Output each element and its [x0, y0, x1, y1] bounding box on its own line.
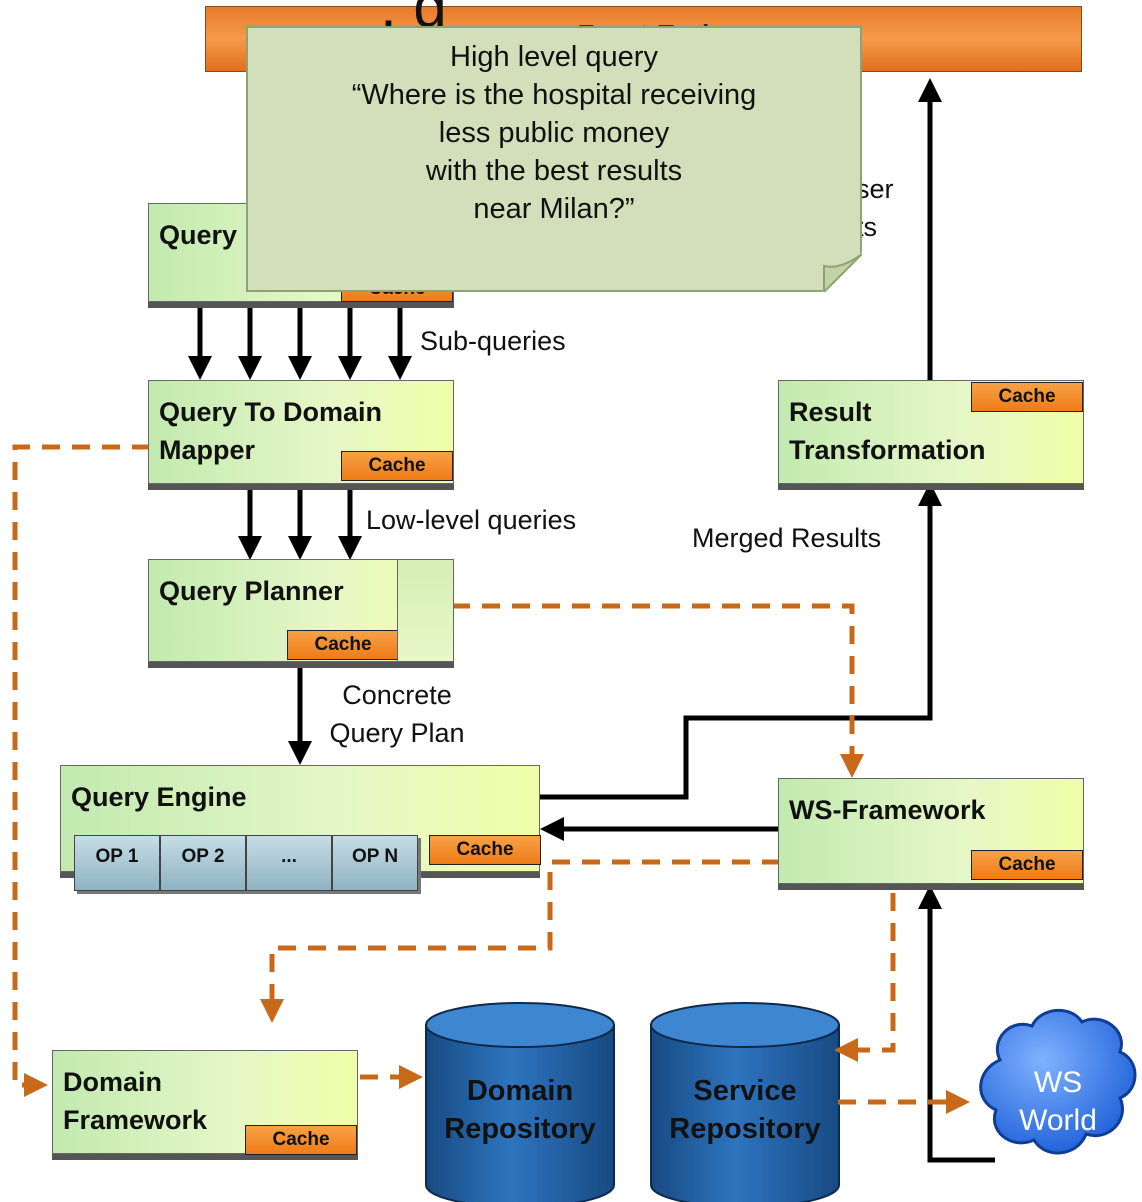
- ws-framework-title: WS-Framework: [789, 795, 986, 825]
- ws-world-label: WS World: [996, 1064, 1120, 1140]
- result-title-line1: Result: [789, 397, 872, 427]
- ws-world-cloud: [979, 1008, 1137, 1155]
- domain-repository-cylinder: [425, 1002, 615, 1202]
- note-line-1: High level query: [450, 41, 658, 73]
- domain-repository-line2: Repository: [444, 1113, 596, 1145]
- operator-2[interactable]: OP 2: [160, 835, 246, 891]
- concrete-query-plan-label: Concrete Query Plan: [312, 676, 482, 752]
- ws-world-line1: WS: [1033, 1066, 1083, 1099]
- high-level-query-note: High level query “Where is the hospital …: [246, 26, 862, 292]
- domain-repository-line1: Domain: [466, 1075, 574, 1107]
- query-to-domain-mapper-title: Query To Domain Mapper: [159, 393, 382, 469]
- result-cache: Cache: [971, 382, 1083, 412]
- domain-framework-cache: Cache: [245, 1125, 357, 1155]
- operator-1[interactable]: OP 1: [74, 835, 160, 891]
- solid-connectors: [188, 78, 995, 1163]
- result-transformation-box[interactable]: Result Transformation Cache: [778, 380, 1084, 484]
- query-to-domain-mapper-box[interactable]: Query To Domain Mapper Cache: [148, 380, 454, 484]
- note-text: High level query “Where is the hospital …: [248, 38, 860, 228]
- engine-cache: Cache: [429, 835, 541, 865]
- query-planner-title: Query Planner: [159, 576, 344, 606]
- result-title-line2: Transformation: [789, 435, 986, 465]
- service-repository-cylinder: [650, 1002, 840, 1202]
- mapper-title-line2: Mapper: [159, 435, 256, 465]
- domain-framework-title: Domain Framework: [63, 1063, 207, 1139]
- merged-results-label: Merged Results: [692, 523, 882, 553]
- concrete-line2: Query Plan: [329, 718, 465, 748]
- domain-framework-title-line2: Framework: [63, 1105, 208, 1135]
- note-line-4: with the best results: [425, 155, 683, 187]
- domain-framework-title-line1: Domain: [63, 1067, 163, 1097]
- note-line-3: less public money: [438, 117, 670, 149]
- operator-n[interactable]: OP N: [332, 835, 418, 891]
- operator-1-label: OP 1: [95, 846, 139, 867]
- user-results-line1: ser: [856, 174, 894, 204]
- ws-framework-cache: Cache: [971, 850, 1083, 880]
- service-repository-line2: Repository: [669, 1113, 821, 1145]
- ws-framework-box[interactable]: WS-Framework Cache: [778, 778, 1084, 884]
- operator-2-label: OP 2: [181, 846, 225, 867]
- domain-repository-label: Domain Repository: [426, 1072, 614, 1148]
- low-level-queries-label: Low-level queries: [366, 505, 577, 535]
- note-line-2: “Where is the hospital receiving: [351, 79, 757, 111]
- dashed-connectors: [12, 444, 970, 1114]
- service-repository-label: Service Repository: [651, 1072, 839, 1148]
- mapper-title-line1: Query To Domain: [159, 397, 383, 427]
- concrete-line1: Concrete: [342, 680, 452, 710]
- mapper-cache: Cache: [341, 451, 453, 481]
- operator-n-label: OP N: [351, 846, 399, 867]
- result-transformation-title: Result Transformation: [789, 393, 986, 469]
- query-engine-title: Query Engine: [71, 782, 247, 812]
- note-line-5: near Milan?”: [473, 193, 635, 225]
- planner-cache: Cache: [287, 630, 399, 660]
- ws-world-line2: World: [1019, 1104, 1097, 1137]
- note-fold-corner: [822, 252, 862, 292]
- domain-framework-box[interactable]: Domain Framework Cache: [52, 1050, 358, 1155]
- operator-ellipsis[interactable]: ...: [246, 835, 332, 891]
- planner-plan-panel: [397, 560, 453, 661]
- query-planner-box[interactable]: Query Planner Cache: [148, 559, 454, 662]
- sub-queries-label: Sub-queries: [420, 326, 566, 356]
- service-repository-line1: Service: [693, 1075, 797, 1107]
- operator-ellipsis-label: ...: [281, 846, 297, 867]
- query-decomposer-title: Query: [159, 220, 238, 250]
